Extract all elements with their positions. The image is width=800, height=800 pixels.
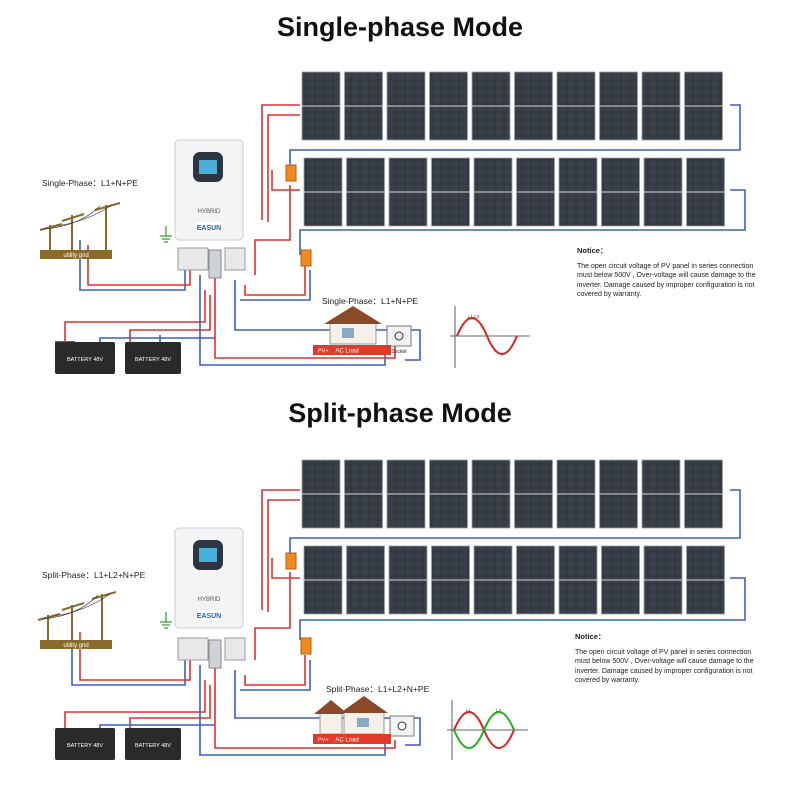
grid-phase-label: Split-Phase：L1+L2+N+PE [42,570,146,580]
batteries-top: BATTERY 48V BATTERY 48V [55,341,181,374]
single-phase-section: HYBRID EASUN Single-Phase：L1+N+PE [39,71,746,374]
notice-top: Notice： The open circuit voltage of PV p… [577,246,762,300]
pv-array-top [301,71,725,227]
battery-label: BATTERY 48V [135,357,171,363]
ground-icon [160,612,172,629]
battery-label: BATTERY 48V [135,743,171,749]
inverter-hybrid-label: HYBRID [198,209,221,215]
notice-body: The open circuit voltage of PV panel in … [575,648,754,685]
utility-grid-label: utility grid [63,643,88,649]
split-phase-wiring [64,489,746,756]
single-phase-wiring [64,104,746,366]
notice-heading: Notice： [575,632,606,641]
battery-label: BATTERY 48V [67,743,103,749]
notice-body: The open circuit voltage of PV panel in … [577,262,756,299]
utility-grid-bottom: Split-Phase：L1+L2+N+PE utility grid [37,570,146,649]
utility-grid-top: Single-Phase：L1+N+PE utility grid [39,178,138,259]
inverter-top: HYBRID EASUN [174,139,244,241]
wave-label-l2: L2 [496,708,502,713]
battery-label: BATTERY 48V [67,357,103,363]
grid-phase-label: Single-Phase：L1+N+PE [42,178,138,188]
inverter-bottom: HYBRID EASUN [174,527,244,629]
inverter-brand-logo: EASUN [197,613,222,620]
breakers-top [177,164,312,279]
pv-array-bottom [301,459,725,615]
load-phase-label: Split-Phase：L1+L2+N+PE [326,684,430,694]
batteries-bottom: BATTERY 48V BATTERY 48V [55,728,181,760]
notice-heading: Notice： [577,246,608,255]
inverter-brand-logo: EASUN [197,225,222,232]
pv-tag: PV+ [318,738,329,744]
sine-wave-single: L1 L2 [450,306,530,368]
title-split-phase-mode: Split-phase Mode [288,398,512,428]
wave-label-l1: L1 [466,708,472,713]
wave-label: L1 L2 [468,314,480,319]
socket-label: Socket [391,349,407,355]
ground-icon [160,226,172,243]
inverter-hybrid-label: HYBRID [198,597,221,603]
utility-grid-label: utility grid [63,253,88,259]
notice-bottom: Notice： The open circuit voltage of PV p… [575,632,760,686]
split-phase-section: HYBRID EASUN Split-Phase：L1+L2+N+PE [37,459,746,760]
ac-load-label: AC Load [335,349,358,355]
pv-tag: PV+ [318,349,329,355]
breakers-bottom [177,552,312,669]
title-single-phase-mode: Single-phase Mode [276,12,524,42]
load-phase-label: Single-Phase：L1+N+PE [322,296,418,306]
ac-load-top: Single-Phase：L1+N+PE Socket PV+ AC Load [313,296,418,355]
sine-wave-split: L1 L2 [447,700,528,760]
ac-load-label: AC Load [335,738,358,744]
ac-load-bottom: Split-Phase：L1+L2+N+PE PV+ AC Load [313,684,430,744]
